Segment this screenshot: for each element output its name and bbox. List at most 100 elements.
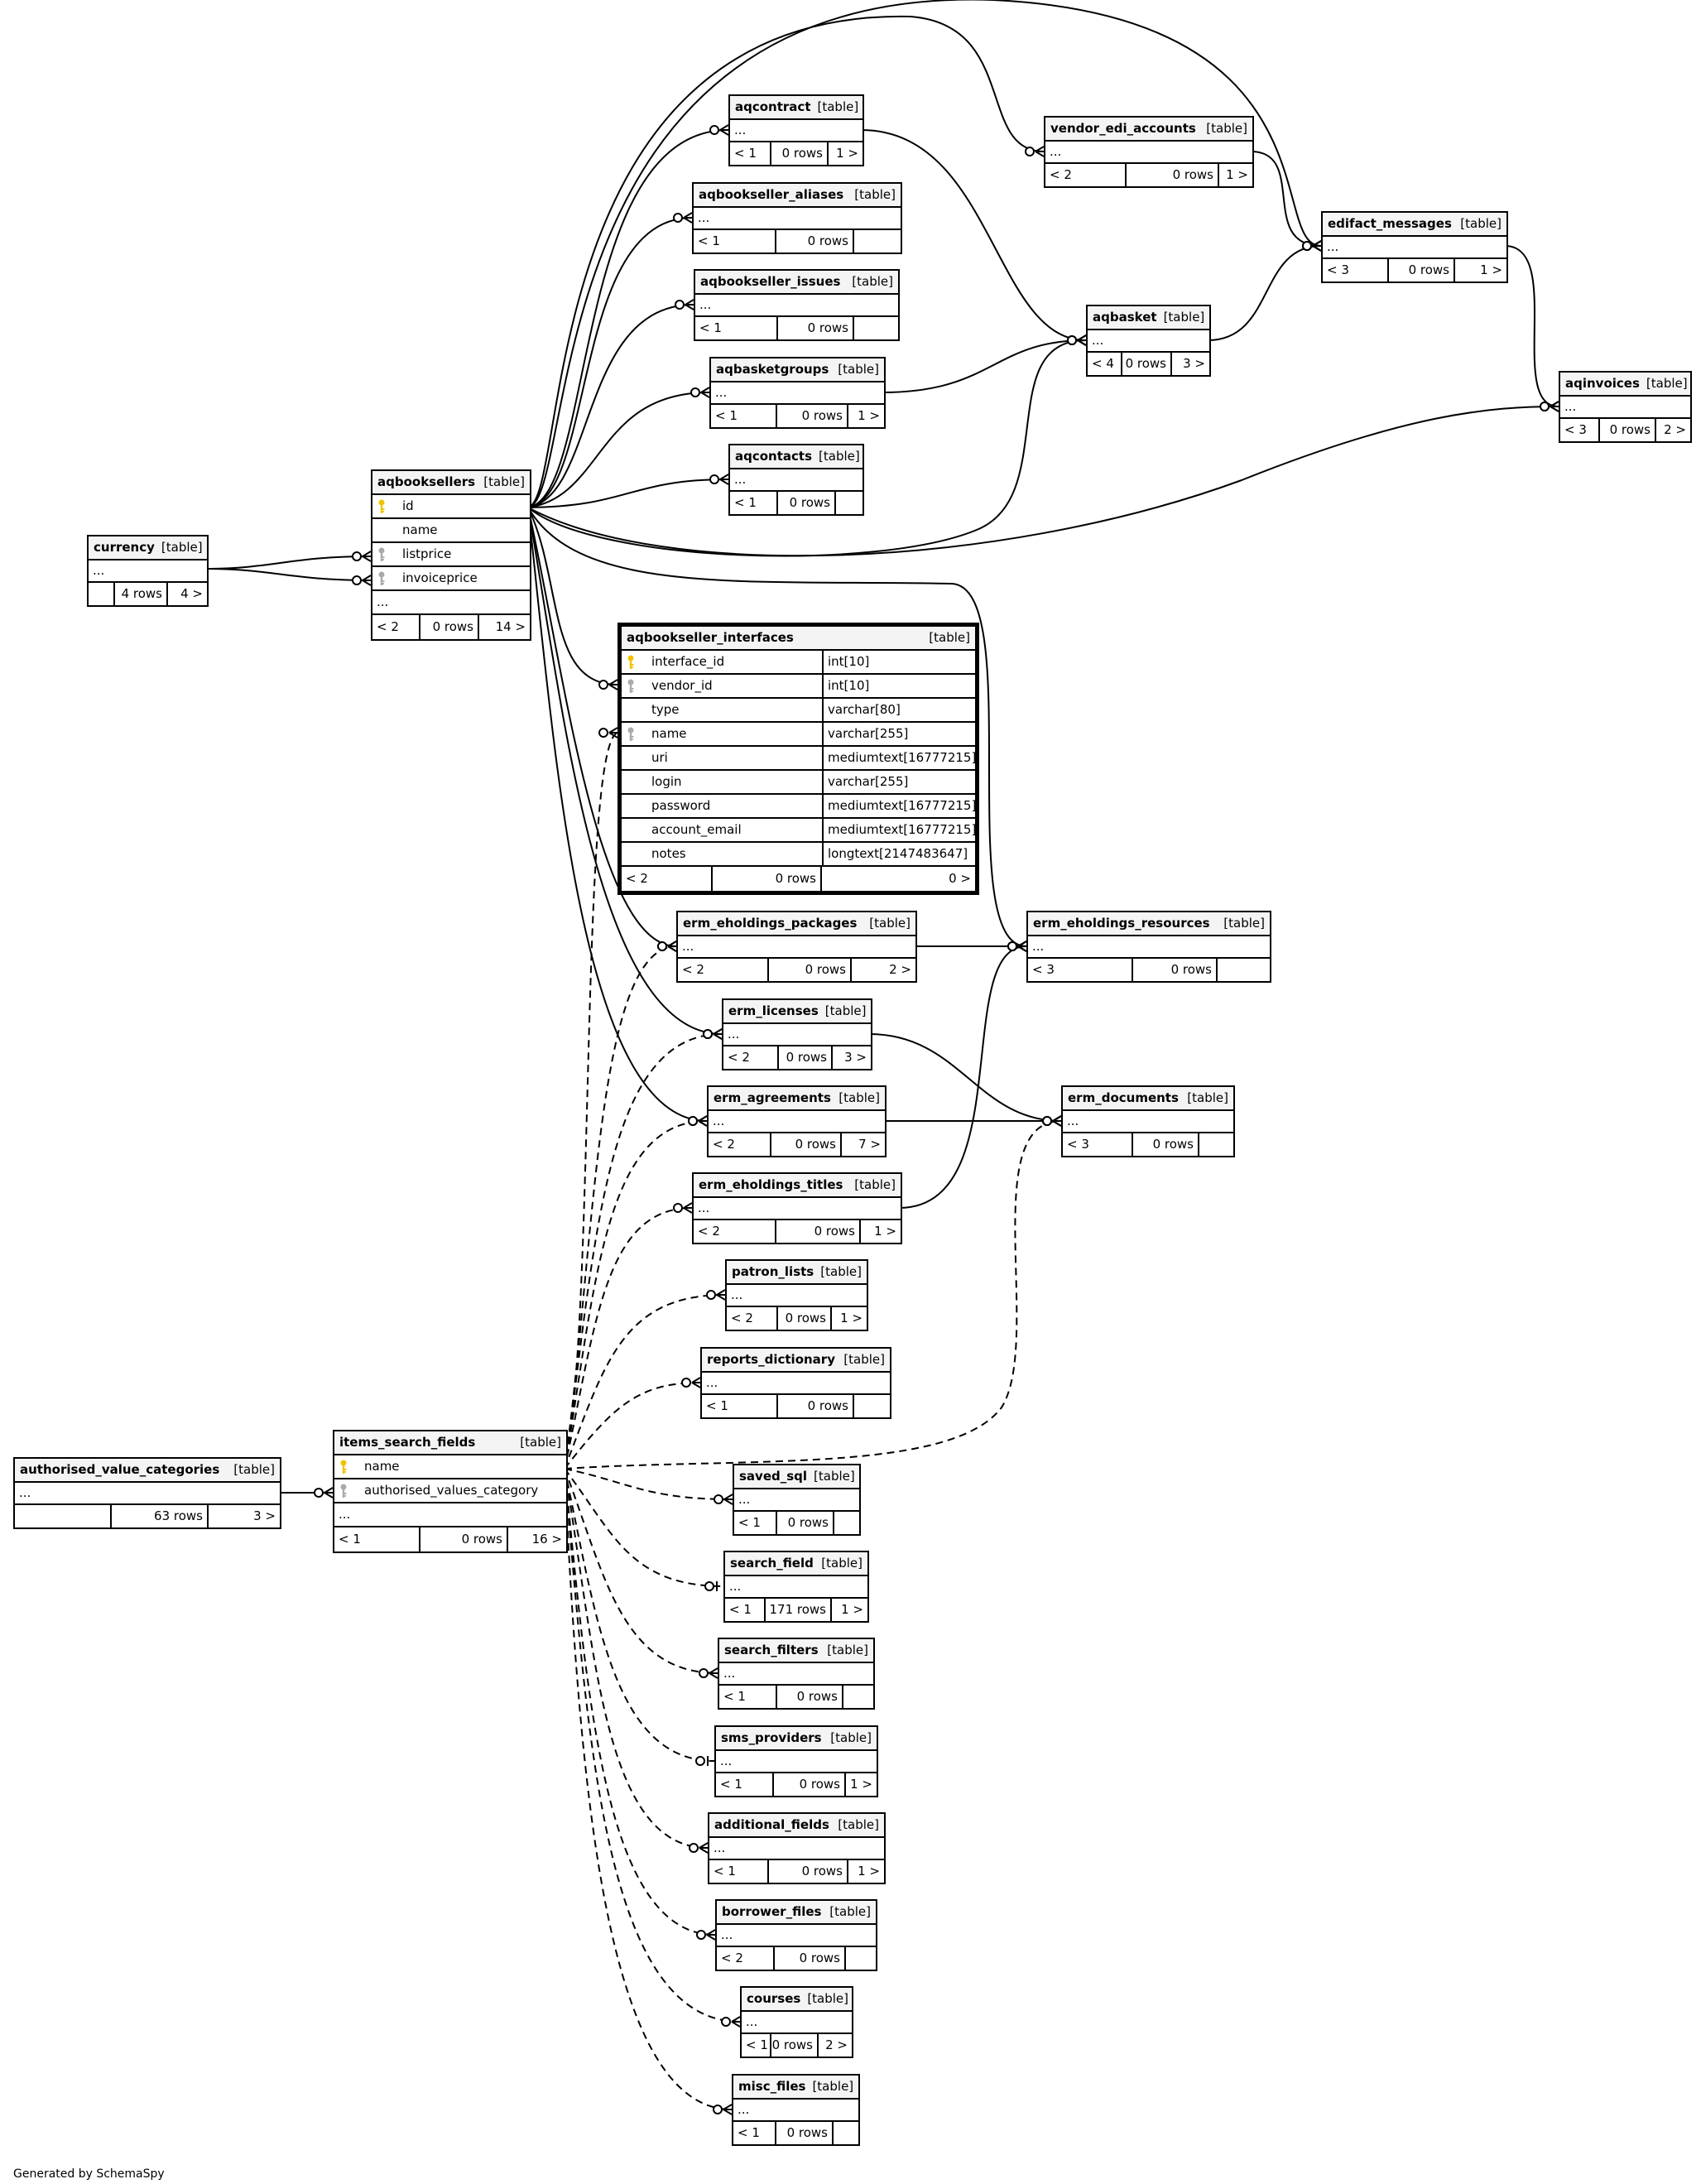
table-name[interactable]: vendor_edi_accounts	[1050, 121, 1196, 136]
table-name[interactable]: aqcontacts	[735, 449, 813, 464]
table-name[interactable]: aqbookseller_interfaces	[627, 630, 794, 645]
table-name[interactable]: erm_agreements	[714, 1090, 831, 1105]
children-count[interactable]: 14 >	[495, 619, 526, 634]
children-count[interactable]: 1 >	[840, 1311, 863, 1325]
children-count[interactable]	[843, 1686, 873, 1708]
parents-count[interactable]: < 1	[733, 2122, 776, 2144]
parents-count[interactable]: < 1	[734, 1512, 777, 1534]
children-count[interactable]	[846, 1947, 876, 1970]
table-name[interactable]: aqbasketgroups	[716, 362, 829, 377]
children-count[interactable]: 2 >	[1664, 422, 1686, 437]
children-count[interactable]: 0 >	[949, 871, 971, 886]
table-name[interactable]: aqcontract	[735, 99, 811, 114]
column-row[interactable]: id	[372, 495, 530, 519]
table-name[interactable]: edifact_messages	[1328, 216, 1452, 231]
children-count[interactable]	[854, 230, 901, 253]
more-columns-row[interactable]: ...	[15, 1483, 280, 1505]
parents-count[interactable]: < 2	[727, 1307, 778, 1330]
table-name[interactable]: saved_sql	[739, 1469, 808, 1484]
more-columns-row[interactable]: ...	[695, 295, 898, 317]
table-name[interactable]: erm_eholdings_titles	[699, 1177, 843, 1192]
children-count[interactable]: 7 >	[858, 1137, 881, 1152]
parents-count[interactable]: < 1	[730, 492, 778, 514]
children-count[interactable]: 3 >	[844, 1050, 867, 1065]
more-columns-row[interactable]: ...	[709, 1838, 884, 1860]
children-count[interactable]: 3 >	[1183, 356, 1205, 371]
more-columns-row[interactable]: ...	[1045, 142, 1252, 164]
more-columns-row[interactable]: ...	[1560, 397, 1690, 419]
more-columns-row[interactable]: ...	[727, 1285, 867, 1307]
more-columns-row[interactable]: ...	[723, 1024, 871, 1046]
children-count[interactable]: 1 >	[841, 1602, 863, 1617]
table-name[interactable]: authorised_value_categories	[20, 1462, 220, 1477]
more-columns-row[interactable]: ...	[372, 591, 530, 615]
parents-count[interactable]: < 1	[730, 142, 771, 165]
table-name[interactable]: aqbookseller_aliases	[699, 187, 844, 202]
more-columns-row[interactable]: ...	[711, 382, 884, 405]
table-name[interactable]: aqbooksellers	[377, 474, 476, 489]
parents-count[interactable]: < 2	[694, 1220, 776, 1243]
parents-count[interactable]: < 2	[1045, 164, 1127, 186]
table-name[interactable]: sms_providers	[721, 1730, 822, 1745]
parents-count[interactable]: < 2	[717, 1947, 775, 1970]
more-columns-row[interactable]: ...	[678, 936, 915, 959]
table-authorised-value-categories[interactable]: authorised_value_categories[table]...63 …	[13, 1457, 281, 1529]
more-columns-row[interactable]: ...	[716, 1751, 877, 1773]
parents-count[interactable]: < 1	[716, 1773, 774, 1796]
children-count[interactable]: 1 >	[858, 1864, 880, 1879]
parents-count[interactable]: < 3	[1063, 1133, 1133, 1156]
column-row[interactable]: authorised_values_category	[334, 1479, 566, 1503]
more-columns-row[interactable]: ...	[709, 1111, 885, 1133]
parents-count[interactable]: < 1	[719, 1686, 777, 1708]
more-columns-row[interactable]: ...	[1063, 1111, 1233, 1133]
table-name[interactable]: aqinvoices	[1565, 376, 1640, 391]
more-columns-row[interactable]: ...	[1323, 237, 1506, 259]
children-count[interactable]	[834, 2122, 858, 2144]
children-count[interactable]	[854, 1395, 890, 1417]
parents-count[interactable]: < 2	[622, 867, 713, 891]
parents-count[interactable]: < 1	[334, 1527, 420, 1551]
children-count[interactable]: 1 >	[850, 1777, 872, 1792]
more-columns-row[interactable]: ...	[719, 1663, 873, 1686]
table-name[interactable]: borrower_files	[722, 1904, 822, 1919]
parents-count[interactable]: < 3	[1323, 259, 1389, 281]
more-columns-row[interactable]: ...	[334, 1503, 566, 1527]
parents-count[interactable]: < 2	[709, 1133, 771, 1156]
table-name[interactable]: erm_eholdings_packages	[683, 916, 858, 931]
children-count[interactable]: 2 >	[825, 2037, 848, 2052]
children-count[interactable]	[1218, 959, 1270, 981]
table-name[interactable]: aqbookseller_issues	[700, 274, 841, 289]
table-name[interactable]: aqbasket	[1093, 310, 1157, 325]
children-count[interactable]	[834, 1512, 859, 1534]
more-columns-row[interactable]: ...	[717, 1925, 876, 1947]
children-count[interactable]: 3 >	[253, 1508, 276, 1523]
table-name[interactable]: items_search_fields	[339, 1435, 476, 1450]
table-name[interactable]: erm_eholdings_resources	[1033, 916, 1210, 931]
parents-count[interactable]: < 1	[711, 405, 777, 427]
